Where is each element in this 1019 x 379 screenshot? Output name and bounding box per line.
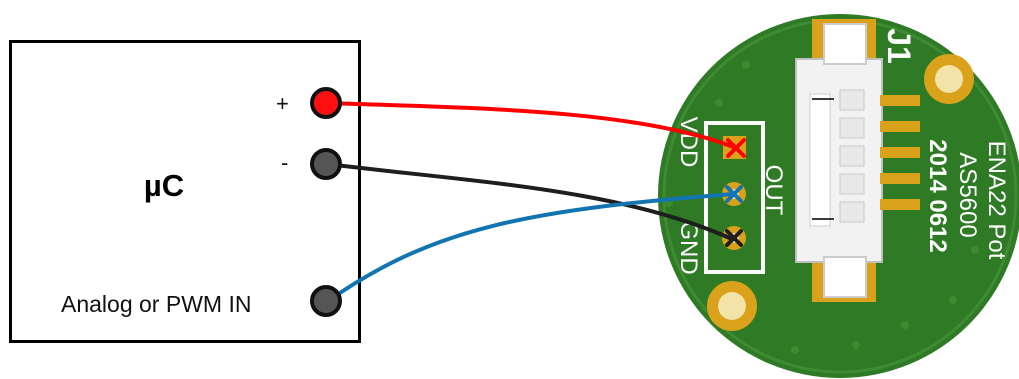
connector-label: J1: [881, 28, 917, 64]
mounting-hole-top: [924, 54, 974, 104]
black-wire: [327, 162, 735, 242]
sensor-board: VDD GND OUT J1 ENA22 Pot AS5600 2014 061…: [658, 14, 1019, 378]
microcontroller-title: µC: [143, 168, 185, 203]
board-name-label: ENA22 Pot: [983, 141, 1010, 260]
connector-j1: [795, 19, 920, 302]
analog-pin-label: Analog or PWM IN: [61, 291, 252, 317]
minus-pin-label: -: [281, 150, 289, 175]
analog-terminal: [310, 285, 342, 317]
plus-pin-label: +: [276, 91, 289, 116]
gnd-label: GND: [675, 221, 702, 274]
red-wire: [325, 101, 737, 150]
blue-wire-end-marker: [725, 185, 743, 203]
blue-wire: [326, 192, 735, 303]
vdd-label: VDD: [675, 117, 702, 168]
red-wire-end-marker: [726, 138, 746, 158]
out-label: OUT: [760, 165, 787, 216]
date-label: 2014 0612: [924, 139, 951, 252]
mounting-hole-bottom: [707, 281, 757, 331]
chip-label: AS5600: [954, 152, 981, 237]
minus-terminal: [310, 148, 342, 180]
plus-terminal: [310, 87, 342, 119]
microcontroller-box: [9, 40, 361, 343]
black-wire-end-marker: [725, 229, 743, 247]
